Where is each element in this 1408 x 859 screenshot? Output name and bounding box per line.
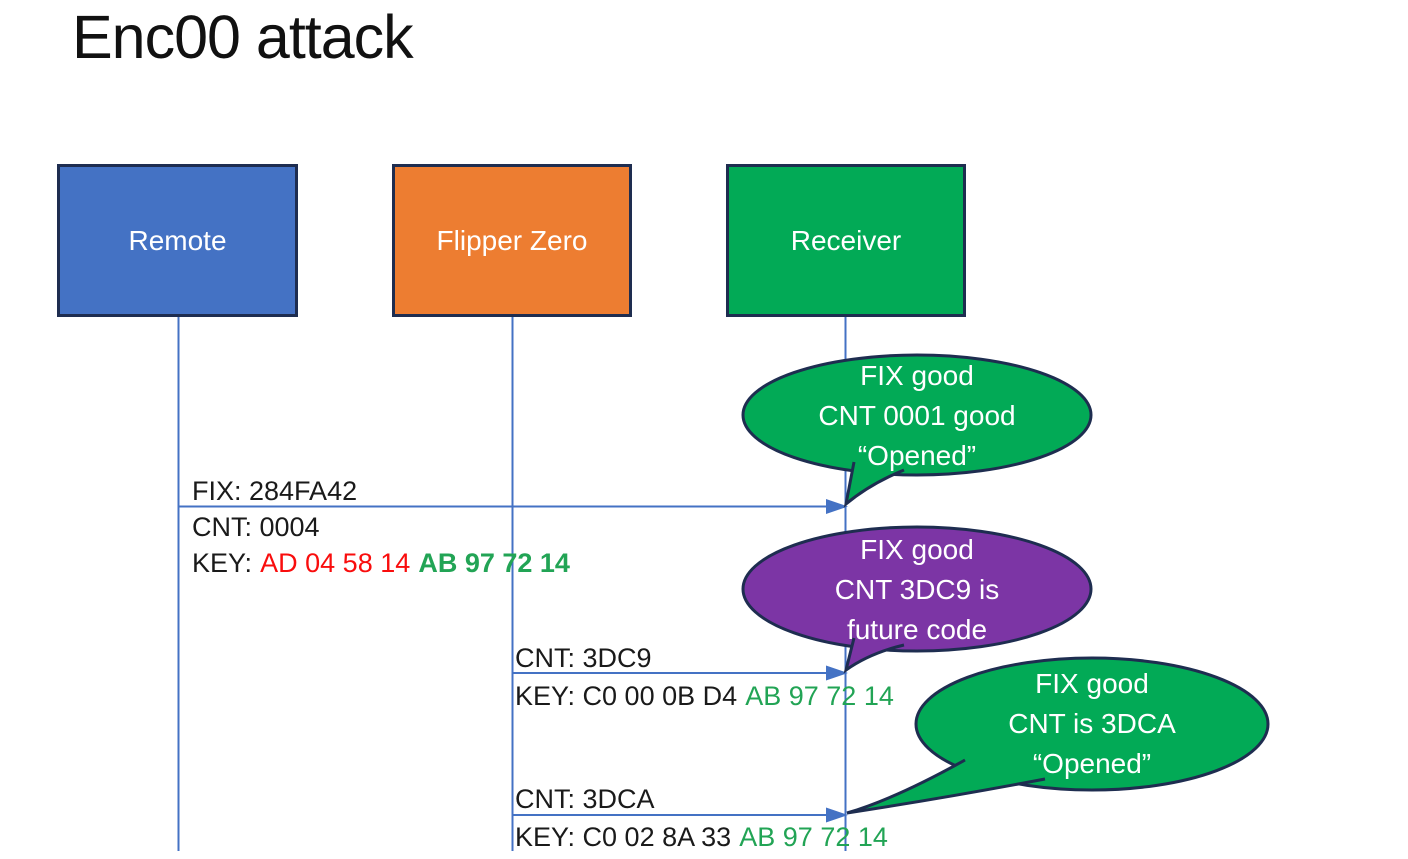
message-arrow-2-head [826, 665, 848, 681]
message-1-key-red-bytes: AD 04 58 14 [260, 548, 411, 578]
actor-label-receiver: Receiver [790, 224, 902, 256]
callout-1-line-2: CNT 0001 good [818, 400, 1016, 431]
callout-3-tail-outline [846, 758, 1046, 815]
message-3-cnt: CNT: 3DCA [515, 784, 655, 814]
actor-box-flipper-zero: Flipper Zero [392, 164, 632, 317]
callout-2-line-3: future code [846, 614, 988, 645]
message-2-key-green-bytes: AB 97 72 14 [745, 681, 894, 711]
message-arrow-3-head [826, 807, 848, 823]
callout-3-line-1: FIX good [1035, 668, 1149, 699]
callout-2-line-1: FIX good [860, 534, 974, 565]
callout-3-tail-fill [847, 760, 1045, 813]
message-1-key-label: KEY: [192, 548, 253, 578]
callout-1-bubble [741, 353, 1093, 477]
callout-1-tail-outline [843, 461, 905, 508]
callout-2-text: FIX good CNT 3DC9 is future code [745, 529, 1089, 651]
callout-3-bubble [914, 656, 1270, 792]
actor-box-receiver: Receiver [726, 164, 966, 317]
message-arrow-1-head [826, 499, 848, 514]
callout-3-line-3: “Opened” [1032, 748, 1152, 779]
callout-2-line-2: CNT 3DC9 is [834, 574, 1000, 605]
callout-2-tail-outline [843, 637, 905, 674]
actor-label-remote: Remote [128, 224, 227, 256]
actor-label-flipper-zero: Flipper Zero [436, 224, 588, 256]
callout-1-line-1: FIX good [860, 360, 974, 391]
message-3-key-green-bytes: AB 97 72 14 [739, 822, 888, 852]
callout-3-line-2: CNT is 3DCA [1008, 708, 1176, 739]
callout-1-line-3: “Opened” [857, 440, 977, 471]
message-2-cnt: CNT: 3DC9 [515, 643, 652, 673]
callout-1-text: FIX good CNT 0001 good “Opened” [745, 357, 1089, 475]
message-1-cnt: CNT: 0004 [192, 512, 320, 542]
message-1-fix: FIX: 284FA42 [192, 476, 358, 506]
callout-3-text: FIX good CNT is 3DCA “Opened” [918, 660, 1266, 788]
page-title: Enc00 attack [72, 3, 414, 71]
message-1-key-green-bytes: AB 97 72 14 [418, 548, 570, 578]
message-2-key-black-bytes: KEY: C0 00 0B D4 [515, 681, 738, 711]
message-3-key-black-bytes: KEY: C0 02 8A 33 [515, 822, 732, 852]
actor-box-remote: Remote [57, 164, 298, 317]
callout-2-bubble [741, 525, 1093, 653]
